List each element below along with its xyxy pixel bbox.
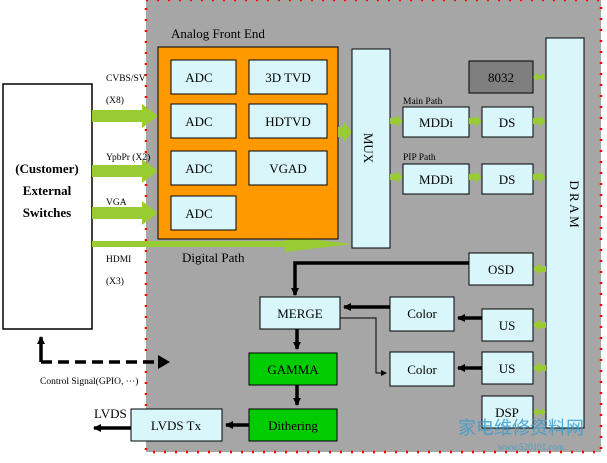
- mddi-main-label: MDDi: [419, 115, 453, 130]
- hdtvd-block: [248, 103, 328, 139]
- mddi-main-block: [402, 106, 470, 138]
- mux-label: MUX: [361, 133, 376, 164]
- dithering-label: Dithering: [268, 418, 318, 433]
- adc-block-1: [170, 59, 237, 95]
- osd-block: [468, 252, 534, 286]
- ypbpr-input-arrow: [92, 159, 158, 183]
- cpu-8032-block: [468, 60, 534, 94]
- cvbs-label: CVBS/SV: [106, 74, 146, 84]
- mux-to-mddi-pip-arrow: [390, 171, 403, 183]
- adc-block-2: [170, 103, 237, 139]
- adc-block-3: [170, 150, 237, 186]
- color-block-1: [389, 296, 455, 332]
- cvbs-input-arrow: [92, 104, 158, 128]
- adc-label-3: ADC: [185, 161, 212, 176]
- color-label-2: Color: [407, 362, 437, 377]
- dram-to-us2-arrow: [533, 362, 546, 374]
- us-label-1: US: [499, 318, 516, 333]
- dram-cpu-arrow: [533, 73, 546, 81]
- mddi-to-ds-pip-arrow: [469, 171, 482, 183]
- merge-to-color2-line: [340, 317, 387, 376]
- control-signal-arrowhead: [158, 355, 170, 369]
- hdmi-digital-arrow: [92, 236, 352, 252]
- osd-to-merge-line: [291, 261, 469, 296]
- main-path-label: Main Path: [403, 97, 443, 107]
- digital-path-label: Digital Path: [182, 250, 245, 265]
- adc-label-4: ADC: [185, 206, 212, 221]
- external-switches-box: [2, 83, 93, 330]
- mddi-to-ds-main-arrow: [469, 115, 482, 127]
- dithering-block: [248, 408, 338, 442]
- ds-main-label: DS: [499, 115, 516, 130]
- gamma-block: [248, 352, 338, 386]
- ds-to-dram-pip-arrow: [533, 171, 546, 183]
- control-signal-label: Control Signal(GPIO, ⋯): [40, 376, 138, 387]
- watermark-text: 家电维修资料网: [458, 418, 584, 438]
- pip-path-label: PIP Path: [403, 153, 436, 163]
- vga-input-arrow: [92, 201, 158, 225]
- tvd3d-label: 3D TVD: [265, 70, 311, 85]
- cvbs-count-label: (X8): [106, 95, 124, 106]
- vgad-block: [248, 150, 328, 186]
- dsp-block: [481, 395, 534, 429]
- us-label-2: US: [499, 361, 516, 376]
- lvds-tx-label: LVDS Tx: [151, 418, 202, 433]
- us-block-1: [481, 308, 534, 342]
- vgad-label: VGAD: [269, 161, 307, 176]
- dram-to-osd-arrow: [533, 263, 546, 275]
- chip-border-dots: [144, 0, 603, 454]
- mddi-pip-label: MDDi: [419, 172, 453, 187]
- color-block-2: [389, 351, 455, 387]
- tvd3d-block: [248, 59, 328, 95]
- adc-label-1: ADC: [185, 70, 212, 85]
- lvds-tx-block: [130, 408, 223, 442]
- mddi-pip-block: [402, 163, 470, 195]
- lvds-output-label: LVDS: [94, 406, 127, 421]
- dsp-label: DSP: [495, 405, 519, 420]
- hdtvd-label: HDTVD: [265, 114, 311, 129]
- adc-label-2: ADC: [185, 114, 212, 129]
- merge-label: MERGE: [277, 306, 323, 321]
- afe-title: Analog Front End: [171, 26, 265, 41]
- us-block-2: [481, 351, 534, 385]
- cpu-8032-label: 8032: [488, 70, 514, 85]
- watermark-url: www.520101.com: [498, 442, 564, 452]
- osd-label: OSD: [488, 262, 514, 277]
- hdmi-count-label: (X3): [106, 276, 124, 287]
- external-switches-line2: External: [23, 183, 72, 198]
- vga-label: VGA: [106, 198, 127, 208]
- gamma-label: GAMMA: [267, 362, 319, 377]
- mux-to-mddi-main-arrow: [390, 115, 403, 127]
- afe-to-mux-arrow: [338, 122, 352, 142]
- dram-to-us1-arrow: [533, 319, 546, 331]
- dram-label: D R A M: [567, 180, 582, 228]
- adc-block-4: [170, 195, 237, 231]
- external-switches-line3: Switches: [23, 205, 71, 220]
- ypbpr-label: YpbPr (X2): [106, 152, 150, 163]
- mux-block: [351, 48, 391, 249]
- merge-block: [259, 296, 341, 330]
- hdmi-label: HDMI: [106, 255, 131, 265]
- external-switches-line1: (Customer): [15, 161, 79, 176]
- ds-to-dram-main-arrow: [533, 115, 546, 127]
- dram-dsp-arrow: [533, 408, 546, 416]
- color-label-1: Color: [407, 306, 437, 321]
- ds-pip-label: DS: [499, 172, 516, 187]
- dram-block: [545, 37, 585, 429]
